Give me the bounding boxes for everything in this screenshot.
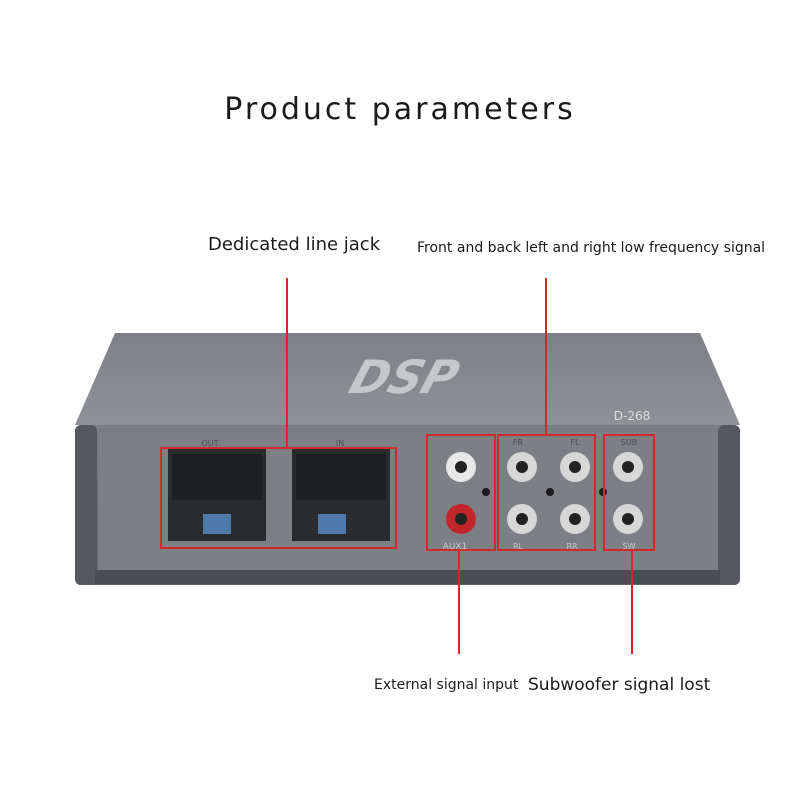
rca-jack-rear-left: [507, 504, 537, 534]
jack-label-sub-top: SUB: [621, 438, 637, 447]
callout-box-low-frequency: [497, 434, 596, 551]
connector-out: [168, 449, 266, 541]
leader-low-frequency: [545, 278, 547, 435]
rca-jack-aux-white: [446, 452, 476, 482]
rca-jack-front-right: [560, 452, 590, 482]
screw-1: [482, 488, 490, 496]
page-title: Product parameters: [224, 92, 576, 127]
screw-2: [546, 488, 554, 496]
connector-in-tag: IN: [336, 439, 344, 448]
callout-external-input: External signal input: [374, 677, 519, 693]
jack-label-sub-bottom: SW: [623, 542, 636, 551]
leader-line-jack: [286, 278, 288, 448]
jack-label-fl: FL: [570, 438, 580, 447]
device-bottom-lip: [95, 570, 720, 584]
connector-out-tag: OUT: [201, 439, 218, 448]
device-end-cap-right: [718, 425, 740, 585]
rca-jack-sub-bottom: [613, 504, 643, 534]
jack-label-rr: RL: [513, 542, 524, 551]
leader-subwoofer: [631, 550, 633, 654]
rca-jack-front-left: [507, 452, 537, 482]
callout-subwoofer: Subwoofer signal lost: [528, 675, 711, 695]
leader-external-input: [458, 550, 460, 654]
callout-low-frequency: Front and back left and right low freque…: [417, 240, 766, 256]
aux-jack-label: AUX1: [443, 542, 468, 552]
rca-jack-rear-right: [560, 504, 590, 534]
device-end-cap-left: [75, 425, 97, 585]
callout-box-line-jack: [160, 447, 397, 549]
dsp-logo: DSP: [343, 351, 465, 405]
connector-in: [292, 449, 390, 541]
rca-jack-aux-red: [446, 504, 476, 534]
rca-jack-sub-top: [613, 452, 643, 482]
jack-label-fr: FR: [513, 438, 524, 447]
jack-label-rl: RR: [566, 542, 578, 551]
device-top-plate: [75, 333, 740, 425]
model-label: D-268: [614, 409, 650, 423]
callout-line-jack: Dedicated line jack: [208, 234, 381, 255]
callout-box-external-input: [426, 434, 496, 551]
callout-box-subwoofer: [603, 434, 655, 551]
